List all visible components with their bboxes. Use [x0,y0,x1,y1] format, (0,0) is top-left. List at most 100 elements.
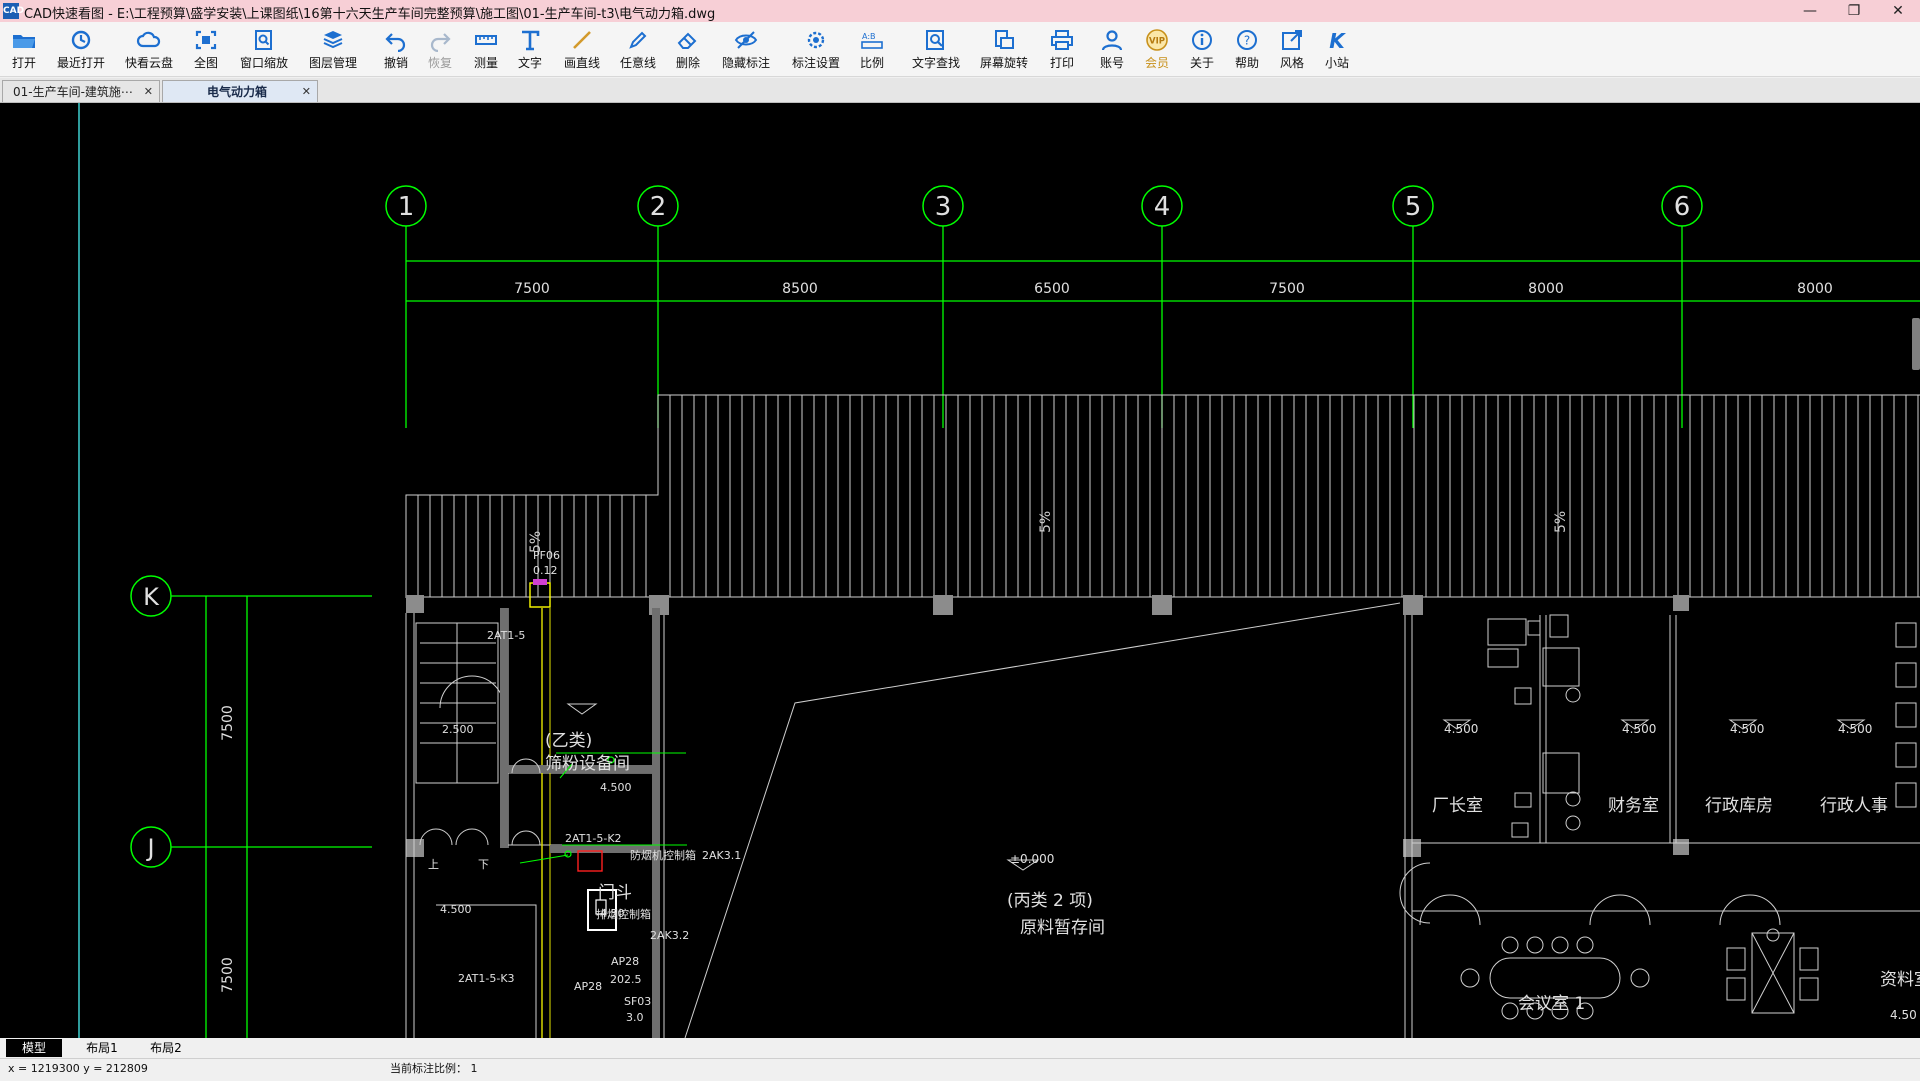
measure-button[interactable]: 测量 [472,28,500,74]
slope-label: 5% [1038,511,1054,533]
style-button[interactable]: 风格 [1278,28,1306,74]
axis-label: 1 [398,192,415,222]
rotate-screen-button[interactable]: 屏幕旋转 [978,28,1030,74]
slope-label: 5% [528,531,544,553]
drawing-label: 2AK3.1 [702,849,741,862]
drawing-label: 0.12 [533,564,558,577]
svg-text:A:B: A:B [862,32,876,41]
drawing-label: SF03 [624,995,651,1008]
dimension-label: 6500 [1034,281,1070,297]
hide-annotation-button[interactable]: 隐藏标注 [720,28,772,74]
electrical-elements [519,579,687,931]
dimension-label: 8500 [782,281,818,297]
dimension-label: 7500 [220,957,236,993]
drawing-label: 3.0 [626,1011,644,1024]
window-zoom-label: 窗口缩放 [239,56,288,70]
cloud-label: 快看云盘 [124,56,173,70]
redo-button[interactable]: 恢复 [426,28,454,74]
title-bar: CAD CAD快速看图 - E:\工程预算\盛学安装\上课图纸\16第十六天生产… [0,0,1920,22]
columns [406,595,1689,857]
document-tab-bar: 01-生产车间-建筑施⋯ ✕ 电气动力箱 ✕ [0,78,1920,103]
room-label: 行政人事 [1820,796,1888,816]
text-label: 文字 [517,56,542,70]
drawing-label: 2AT1-5 [487,629,525,642]
cloud-button[interactable]: 快看云盘 [122,28,176,74]
undo-icon [385,33,406,52]
search-icon [926,30,944,50]
tab-layout-2[interactable]: 布局2 [150,1041,182,1055]
scroll-handle[interactable] [1912,318,1920,370]
room-label: 筛粉设备间 [545,754,630,774]
station-button[interactable]: K 小站 [1323,28,1351,74]
help-button[interactable]: ? 帮助 [1233,28,1261,74]
minimize-button[interactable]: — [1803,3,1817,19]
drawing-label: 防烟机控制箱 [630,848,696,862]
print-label: 打印 [1049,56,1074,70]
free-line-button[interactable]: 任意线 [618,28,658,74]
room-label: 门斗 [598,883,632,903]
user-icon [1101,30,1123,51]
maximize-button[interactable]: ❐ [1847,3,1861,19]
partition-walls [500,608,660,1038]
free-line-label: 任意线 [619,56,656,70]
redo-label: 恢复 [427,56,452,70]
tab-layout-1[interactable]: 布局1 [86,1041,118,1055]
slope-label: 5% [1553,511,1569,533]
printer-icon [1051,30,1073,50]
tab-building-drawing-label: 01-生产车间-建筑施⋯ [13,85,133,99]
room-label: 厂长室 [1432,796,1483,816]
dimension-label: 7500 [220,705,236,741]
undo-button[interactable]: 撤销 [382,28,410,74]
tab-building-drawing[interactable]: 01-生产车间-建筑施⋯ ✕ [2,80,160,102]
about-label: 关于 [1189,56,1214,70]
station-label: 小站 [1324,56,1349,70]
window-zoom-button[interactable]: 窗口缩放 [238,28,290,74]
text-button[interactable]: 文字 [516,28,544,74]
external-link-icon [1282,30,1302,50]
scale-button[interactable]: A:B 比例 [858,28,886,74]
drawing-label: PF06 [533,549,560,562]
room-label: 财务室 [1608,796,1659,816]
account-label: 账号 [1099,56,1124,70]
layout-tab-bar: 模型 布局1 布局2 [0,1038,1920,1058]
dimension-label: 8000 [1797,281,1833,297]
text-icon [522,30,540,51]
vip-button[interactable]: VIP 会员 [1143,28,1171,74]
dimension-label: 7500 [514,281,550,297]
close-tab-icon[interactable]: ✕ [143,85,153,98]
level-markers [566,703,1866,871]
layers-label: 图层管理 [308,56,357,70]
svg-text:?: ? [1244,34,1250,48]
level-label: 4.50 [1890,1008,1917,1022]
text-search-button[interactable]: 文字查找 [910,28,962,74]
print-button[interactable]: 打印 [1048,28,1076,74]
zoom-window-icon [255,30,272,50]
full-view-button[interactable]: 全图 [192,28,220,74]
account-button[interactable]: 账号 [1098,28,1126,74]
drawing-label: 排烟控制箱 [596,907,651,921]
room-label: 原料暂存间 [1020,918,1105,938]
close-button[interactable]: ✕ [1892,3,1904,19]
layers-button[interactable]: 图层管理 [306,28,360,74]
about-button[interactable]: 关于 [1188,28,1216,74]
open-button[interactable]: 打开 [8,28,40,74]
drawing-label: 4.500 [600,781,632,794]
folder-icon [13,35,35,48]
window-title: CAD快速看图 - E:\工程预算\盛学安装\上课图纸\16第十六天生产车间完整… [24,7,716,22]
delete-button[interactable]: 删除 [674,28,702,74]
drawing-canvas[interactable]: 1 2 3 4 5 6 7500 8500 6500 7500 8000 800… [0,103,1920,1038]
measure-label: 测量 [473,56,498,70]
axis-label: 3 [935,192,952,222]
tab-model[interactable]: 模型 [6,1039,62,1057]
tab-electrical-box[interactable]: 电气动力箱 ✕ [162,80,318,102]
help-icon: ? [1237,30,1257,50]
roof-hatch [405,394,1920,598]
close-tab-icon[interactable]: ✕ [301,85,311,98]
svg-text:K: K [1329,29,1346,52]
line-button[interactable]: 画直线 [562,28,602,74]
annotation-settings-button[interactable]: 标注设置 [790,28,842,74]
level-label: 4.500 [1838,722,1872,736]
roof-hatch-lines [669,395,1919,597]
recent-button[interactable]: 最近打开 [54,28,108,74]
status-bar: x = 1219300 y = 212809 当前标注比例： 1 [0,1058,1920,1081]
